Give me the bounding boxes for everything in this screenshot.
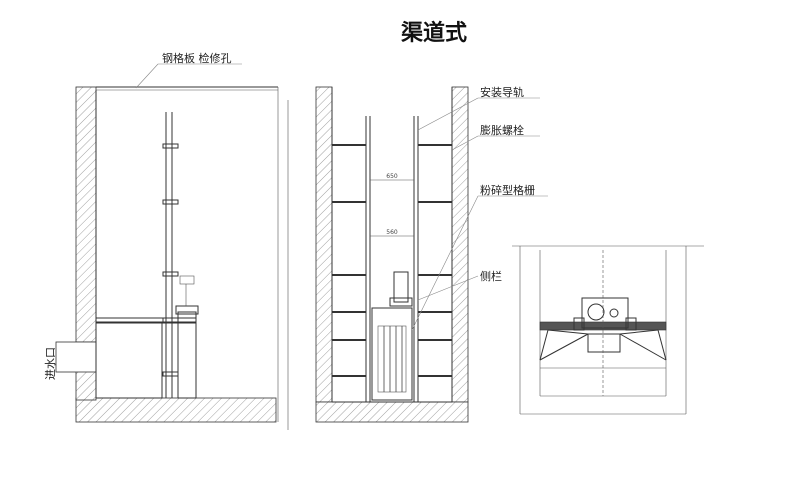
lower-width-dimension: 560 — [386, 229, 398, 236]
inlet-box — [55, 341, 97, 373]
left-wall — [75, 86, 97, 343]
side-rail-label: 侧栏 — [480, 269, 502, 283]
floor-slab — [75, 397, 277, 423]
grating-plate-label: 钢格板 检修孔 — [162, 51, 232, 65]
upper-width-dimension: 650 — [386, 173, 398, 180]
front-left-wall — [315, 86, 333, 403]
left-wall-lower — [75, 369, 97, 401]
install-rail-label: 安装导轨 — [480, 85, 524, 99]
front-section-view: 650 560 安装导轨 膨胀螺栓 粉碎型格栅 侧栏 — [315, 85, 548, 423]
inlet-label: 进水口 — [44, 347, 57, 380]
front-floor — [315, 401, 469, 423]
grinder-screen-label: 粉碎型格栅 — [480, 183, 535, 197]
expansion-bolt-label: 膨胀螺栓 — [480, 123, 524, 137]
diagram-title: 渠道式 — [401, 20, 467, 46]
detail-view — [512, 245, 704, 415]
side-section-view: 钢格板 检修孔 进水口 — [44, 51, 289, 430]
